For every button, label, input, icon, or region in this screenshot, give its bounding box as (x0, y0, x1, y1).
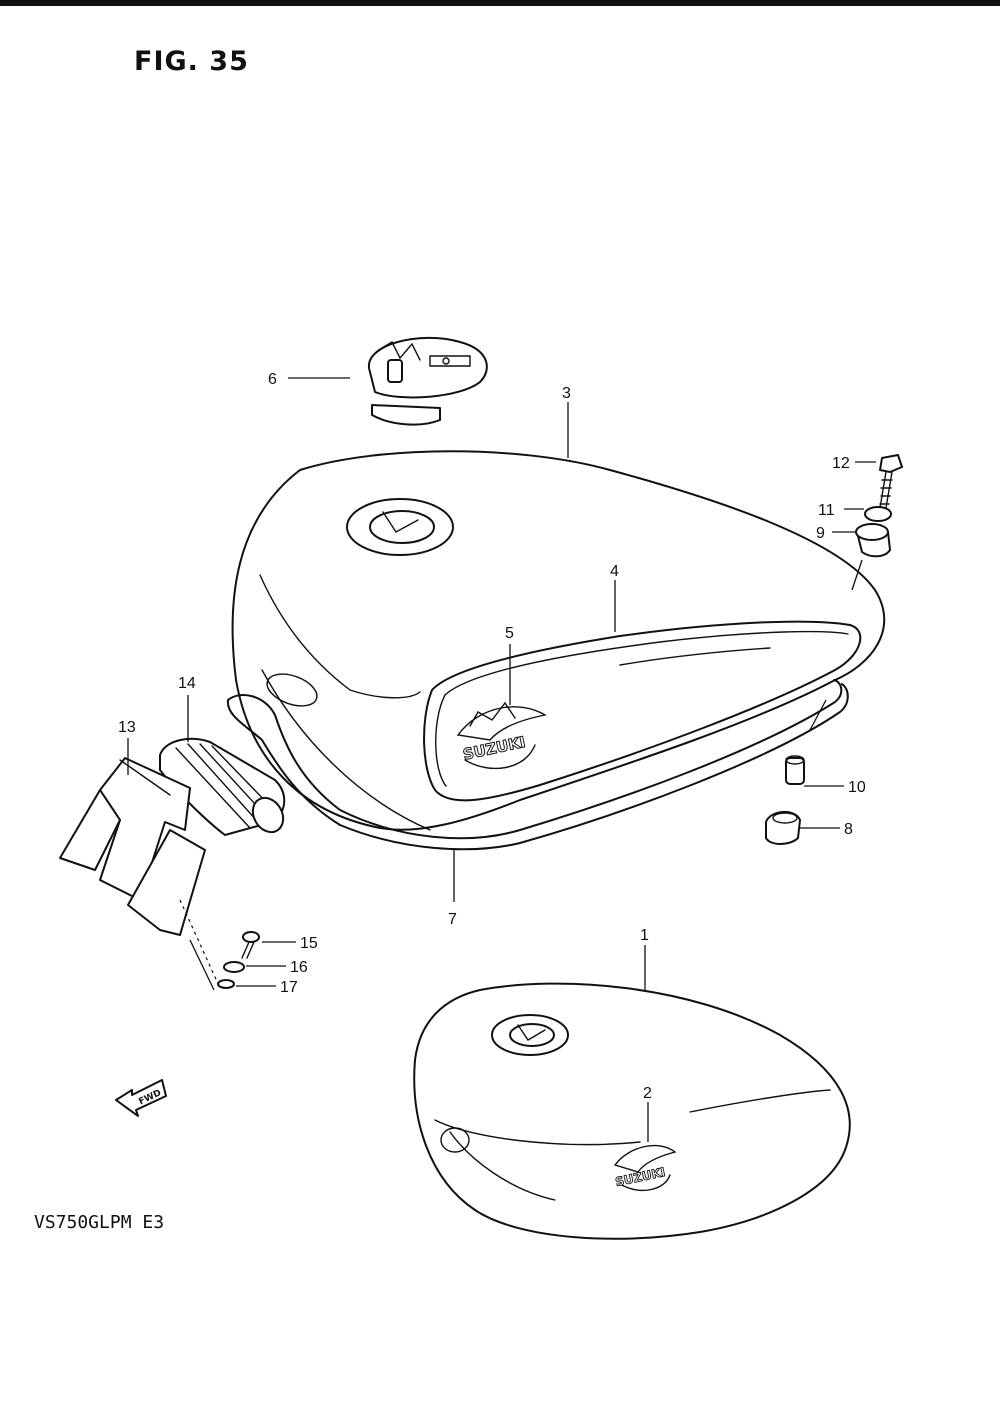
tank-cushion-band (226, 673, 849, 851)
callout-7: 7 (448, 911, 457, 928)
callout-1: 1 (640, 927, 649, 944)
callout-2: 2 (643, 1085, 652, 1102)
top-border-rule (0, 0, 1000, 6)
callout-3: 3 (562, 385, 571, 402)
callout-6: 6 (268, 371, 277, 388)
clip-17 (217, 979, 235, 989)
callout-8: 8 (844, 821, 853, 838)
mounting-bracket (59, 757, 206, 936)
fuel-tank-assembly-view: SUZUKI (413, 982, 851, 1240)
callout-numbers: 1 2 3 4 5 6 7 8 9 10 11 12 13 14 15 16 1… (118, 371, 866, 1102)
assembly-line (179, 899, 221, 989)
figure-title: FIG. 35 (134, 46, 249, 77)
callout-11: 11 (818, 502, 835, 519)
washer-16 (223, 961, 245, 973)
callout-4: 4 (610, 563, 619, 580)
callout-10: 10 (848, 779, 866, 796)
rubber-grommet (159, 737, 286, 836)
fuel-cap (367, 336, 488, 426)
filler-neck (346, 498, 454, 556)
callout-17: 17 (280, 979, 298, 996)
cushion-8 (765, 811, 801, 845)
spacer-10 (785, 755, 805, 785)
fuel-tank-main: SUZUKI (231, 450, 886, 831)
model-code: VS750GLPM E3 (34, 1212, 165, 1233)
bolt-12 (879, 454, 903, 509)
washer-11 (864, 506, 892, 522)
callout-5: 5 (505, 625, 514, 642)
callout-14: 14 (178, 675, 196, 692)
callout-16: 16 (290, 959, 308, 976)
callout-12: 12 (832, 455, 850, 472)
callout-13: 13 (118, 719, 136, 736)
callout-15: 15 (300, 935, 318, 952)
callout-9: 9 (816, 525, 825, 542)
cushion-9 (855, 523, 891, 558)
screw-15 (241, 931, 260, 959)
fwd-arrow-icon: FWD (115, 1079, 167, 1117)
leader-lines (127, 377, 876, 1142)
